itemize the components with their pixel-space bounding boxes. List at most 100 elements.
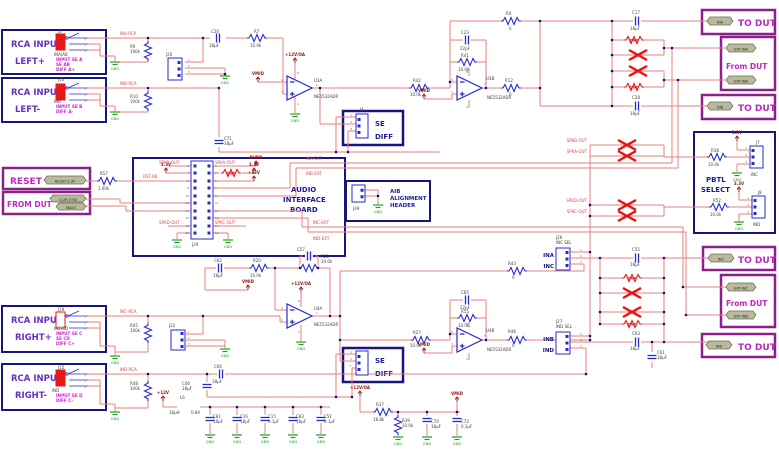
resistor[interactable] (143, 323, 153, 343)
capacitor-body[interactable] (214, 33, 222, 43)
rca-jack[interactable] (55, 311, 66, 329)
rca-jack[interactable] (55, 369, 66, 387)
resistor[interactable] (501, 16, 521, 26)
resistor[interactable] (457, 57, 477, 67)
resistor[interactable] (373, 407, 393, 417)
resistor-body[interactable] (144, 324, 152, 342)
resistor-body[interactable] (623, 320, 641, 328)
net-tag-fault[interactable]: FAULT (55, 202, 87, 211)
connector[interactable] (351, 184, 366, 203)
capacitor-body[interactable] (463, 35, 471, 45)
resistor[interactable] (299, 263, 319, 273)
resistor-body[interactable] (623, 274, 641, 282)
resistor[interactable] (143, 41, 153, 61)
to-dut-box-3[interactable]: TO DUT (701, 245, 777, 272)
net-tag-inb[interactable]: INB (706, 101, 734, 111)
opamp[interactable] (286, 75, 314, 101)
to-dut-box-1[interactable]: TO DUT (700, 8, 777, 36)
capacitor-body[interactable] (217, 369, 225, 379)
opamp[interactable] (456, 327, 484, 353)
capacitor-body[interactable] (422, 416, 432, 424)
rca-input-left-plus-box[interactable]: RCA INPUT LEFT+ INPUT SE A SE AB DIFF A+ (1, 29, 107, 75)
resistor-body[interactable] (144, 42, 152, 60)
resistor-body[interactable] (374, 408, 392, 416)
capacitor-body[interactable] (232, 415, 242, 423)
resistor[interactable] (624, 35, 644, 45)
resistor-body[interactable] (250, 264, 268, 272)
rca-jack[interactable] (55, 33, 66, 51)
pbtl-select-box[interactable]: PBTL SELECT (693, 131, 776, 234)
resistor-body[interactable] (458, 314, 476, 322)
resistor-body[interactable] (508, 267, 526, 275)
opamp[interactable] (286, 303, 314, 329)
resistor-body[interactable] (458, 58, 476, 66)
capacitor-body[interactable] (452, 416, 462, 424)
net-tag-ext-inb[interactable]: EXT-INB (725, 75, 757, 85)
net-tag-ina[interactable]: INA (706, 16, 734, 26)
resistor-body[interactable] (144, 382, 152, 400)
capacitor-body[interactable] (202, 382, 212, 390)
capacitor-body[interactable] (214, 138, 224, 146)
net-tag-reset[interactable]: RESET-3.3V (43, 175, 87, 185)
net-tag-clip-otw[interactable]: CLIP-OTW (49, 194, 87, 203)
capacitor-body[interactable] (463, 295, 471, 305)
resistor[interactable] (143, 381, 153, 401)
resistor-body[interactable] (144, 92, 152, 110)
capacitor-body[interactable] (633, 253, 641, 263)
resistor[interactable] (247, 33, 267, 43)
resistor[interactable] (507, 335, 527, 345)
resistor[interactable] (393, 415, 403, 435)
resistor-body[interactable] (708, 153, 726, 161)
resistor[interactable] (221, 168, 241, 178)
resistor-body[interactable] (508, 336, 526, 344)
net-tag-ext-ina[interactable]: EXT-INA (725, 43, 757, 53)
resistor-body[interactable] (222, 169, 240, 177)
resistor-body[interactable] (412, 336, 430, 344)
resistor[interactable] (143, 91, 153, 111)
resistor[interactable] (501, 83, 521, 93)
net-tag-ind[interactable]: IND (705, 340, 733, 350)
rca-input-right-minus-box[interactable]: RCA INPUT RIGHT- INPUT SE D DIFF C- (1, 363, 107, 411)
resistor-body[interactable] (502, 84, 520, 92)
resistor[interactable] (507, 266, 527, 276)
resistor-body[interactable] (248, 34, 266, 42)
resistor-body[interactable] (502, 17, 520, 25)
aib-alignment-header-box[interactable]: AIB ALIGNMENT HEADER (345, 180, 431, 222)
resistor-body[interactable] (625, 36, 643, 44)
capacitor-body[interactable] (316, 415, 326, 423)
opamp[interactable] (456, 75, 484, 101)
capacitor-body[interactable] (260, 415, 270, 423)
to-dut-box-2[interactable]: TO DUT (700, 93, 777, 121)
resistor-body[interactable] (98, 177, 116, 185)
capacitor-body[interactable] (633, 101, 641, 111)
resistor[interactable] (457, 313, 477, 323)
resistor-body[interactable] (300, 264, 318, 272)
net-tag-ext-inc[interactable]: EXT-INC (725, 282, 757, 292)
resistor[interactable] (249, 263, 269, 273)
capacitor-body[interactable] (288, 415, 298, 423)
resistor-body[interactable] (625, 83, 643, 91)
resistor[interactable] (707, 152, 727, 162)
resistor[interactable] (411, 335, 431, 345)
resistor-body[interactable] (710, 203, 728, 211)
rca-input-left-minus-box[interactable]: RCA INPUT LEFT- INPUT SE B DIFF A- (1, 77, 107, 123)
resistor[interactable] (624, 82, 644, 92)
rca-input-right-plus-box[interactable]: RCA INPUT RIGHT+ INPUT SE C SE CD DIFF C… (1, 305, 107, 353)
resistor[interactable] (709, 202, 729, 212)
capacitor-body[interactable] (633, 337, 641, 347)
to-dut-box-4[interactable]: TO DUT (700, 332, 777, 359)
capacitor-body[interactable] (633, 16, 641, 26)
resistor[interactable] (97, 176, 117, 186)
resistor[interactable] (622, 319, 642, 329)
net-tag-inc[interactable]: INC (707, 253, 735, 263)
net-tag-ext-ind[interactable]: EXT-IND (725, 310, 757, 320)
resistor[interactable] (409, 83, 429, 93)
se-diff-top-box[interactable]: SE DIFF (341, 109, 405, 147)
resistor[interactable] (622, 273, 642, 283)
capacitor-body[interactable] (216, 263, 224, 273)
resistor-body[interactable] (394, 416, 402, 434)
resistor-body[interactable] (410, 84, 428, 92)
capacitor-body[interactable] (305, 251, 313, 261)
capacitor-body[interactable] (647, 353, 657, 361)
rca-jack[interactable] (55, 83, 66, 101)
